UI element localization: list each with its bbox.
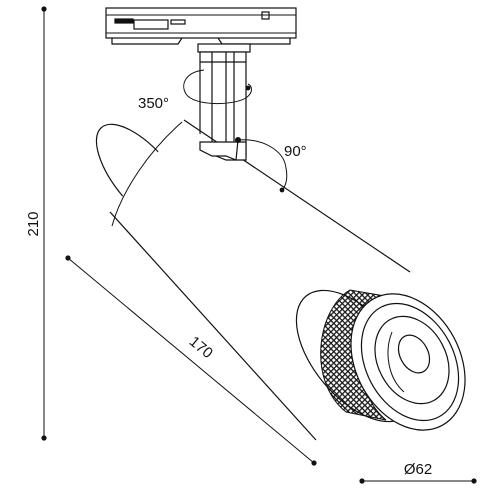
length-dimension-end-dot	[311, 460, 317, 466]
rotation-indicator: 350°	[138, 69, 252, 112]
length-dimension-start-dot	[65, 255, 71, 261]
tilt-arc	[237, 139, 288, 191]
diameter-dimension-left-dot	[359, 478, 365, 484]
diameter-dimension: Ø62	[359, 461, 477, 484]
track-adapter-label-plate	[133, 19, 169, 30]
mounting-yoke	[199, 137, 247, 161]
track-adapter-screw	[261, 11, 270, 20]
length-dimension-line	[67, 257, 315, 464]
front-face-inner-rim	[360, 302, 460, 422]
diameter-dimension-label: Ø62	[404, 461, 432, 478]
lens-reflector	[374, 315, 450, 405]
track-adapter-right-lip	[217, 37, 291, 45]
front-face	[350, 293, 466, 431]
height-dimension: 210	[25, 6, 47, 441]
rotation-angle-label: 350°	[138, 95, 169, 112]
spotlight-tube-bottom-edge	[109, 211, 317, 441]
length-dimension-label: 170	[186, 333, 216, 362]
yoke-neck	[199, 141, 247, 161]
rotation-arc	[183, 69, 252, 105]
track-adapter-slot	[114, 18, 134, 24]
height-dimension-bottom-dot	[41, 435, 47, 441]
lens-shadow	[387, 331, 405, 393]
rotation-arc-start-dot	[245, 85, 251, 91]
tilt-arc-end-dot	[279, 187, 285, 193]
height-dimension-top-dot	[41, 6, 47, 12]
lens-center	[397, 334, 431, 374]
yoke-joint	[215, 139, 239, 161]
diameter-dimension-right-dot	[471, 478, 477, 484]
track-adapter	[105, 7, 297, 53]
track-adapter-left-lip	[111, 37, 183, 45]
spotlight-back-seam	[111, 121, 183, 227]
tilt-angle-label: 90°	[284, 143, 307, 160]
tilt-indicator: 90°	[237, 139, 307, 193]
track-adapter-collar	[197, 43, 251, 53]
height-dimension-label: 210	[25, 211, 42, 236]
